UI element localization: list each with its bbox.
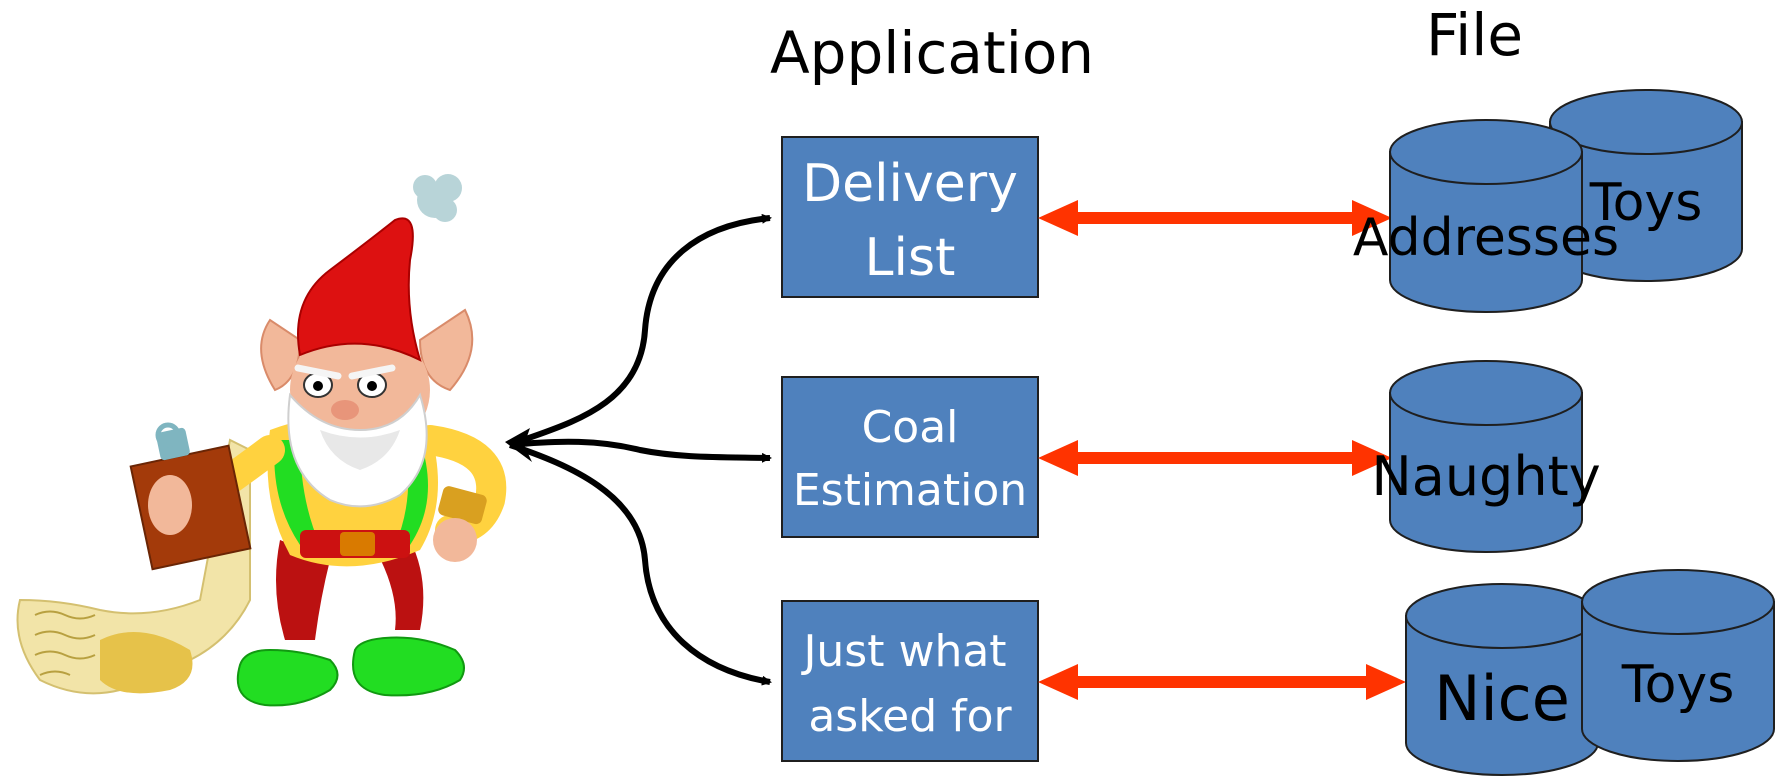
- file-heading: File: [1426, 1, 1523, 69]
- just-what-asked-for-line2: asked for: [808, 691, 1012, 742]
- coal-estimation-line2: Estimation: [793, 465, 1027, 516]
- app-box-coal-estimation: Coal Estimation: [781, 376, 1039, 538]
- application-heading: Application: [770, 19, 1094, 87]
- arrow-just-what-to-nice: [1038, 664, 1406, 700]
- db-cylinder-naughty: Naughty: [1371, 360, 1601, 553]
- arrow-delivery-to-addresses: [1038, 200, 1392, 236]
- app-box-just-what-asked-for: Just what asked for: [781, 600, 1039, 762]
- fan-arrows: [508, 213, 772, 686]
- link-arrows: [1038, 200, 1406, 700]
- delivery-list-line2: List: [865, 228, 956, 288]
- app-box-delivery-list: Delivery List: [781, 136, 1039, 298]
- delivery-list-line1: Delivery: [802, 154, 1018, 214]
- db-label-naughty: Naughty: [1371, 445, 1600, 508]
- just-what-asked-for-line1: Just what: [800, 626, 1006, 677]
- arrow-to-coal-estimation: [509, 438, 772, 463]
- db-cylinder-toys-bottom: Toys: [1581, 569, 1775, 762]
- db-cylinder-addresses: Addresses: [1353, 119, 1619, 313]
- fan-arrow-head: [505, 428, 532, 462]
- db-label-nice: Nice: [1434, 662, 1570, 735]
- coal-estimation-line1: Coal: [862, 402, 959, 453]
- arrow-to-just-what-asked-for: [509, 442, 772, 686]
- db-label-toys-top: Toys: [1589, 173, 1703, 233]
- db-cylinder-toys-top: Toys: [1549, 89, 1743, 282]
- arrow-to-delivery-list: [508, 213, 772, 448]
- elf-illustration: [16, 174, 507, 707]
- db-label-toys-bottom: Toys: [1621, 655, 1735, 715]
- arrow-coal-to-naughty: [1038, 440, 1392, 476]
- db-cylinder-nice: Nice: [1405, 583, 1599, 776]
- db-label-addresses: Addresses: [1353, 208, 1619, 268]
